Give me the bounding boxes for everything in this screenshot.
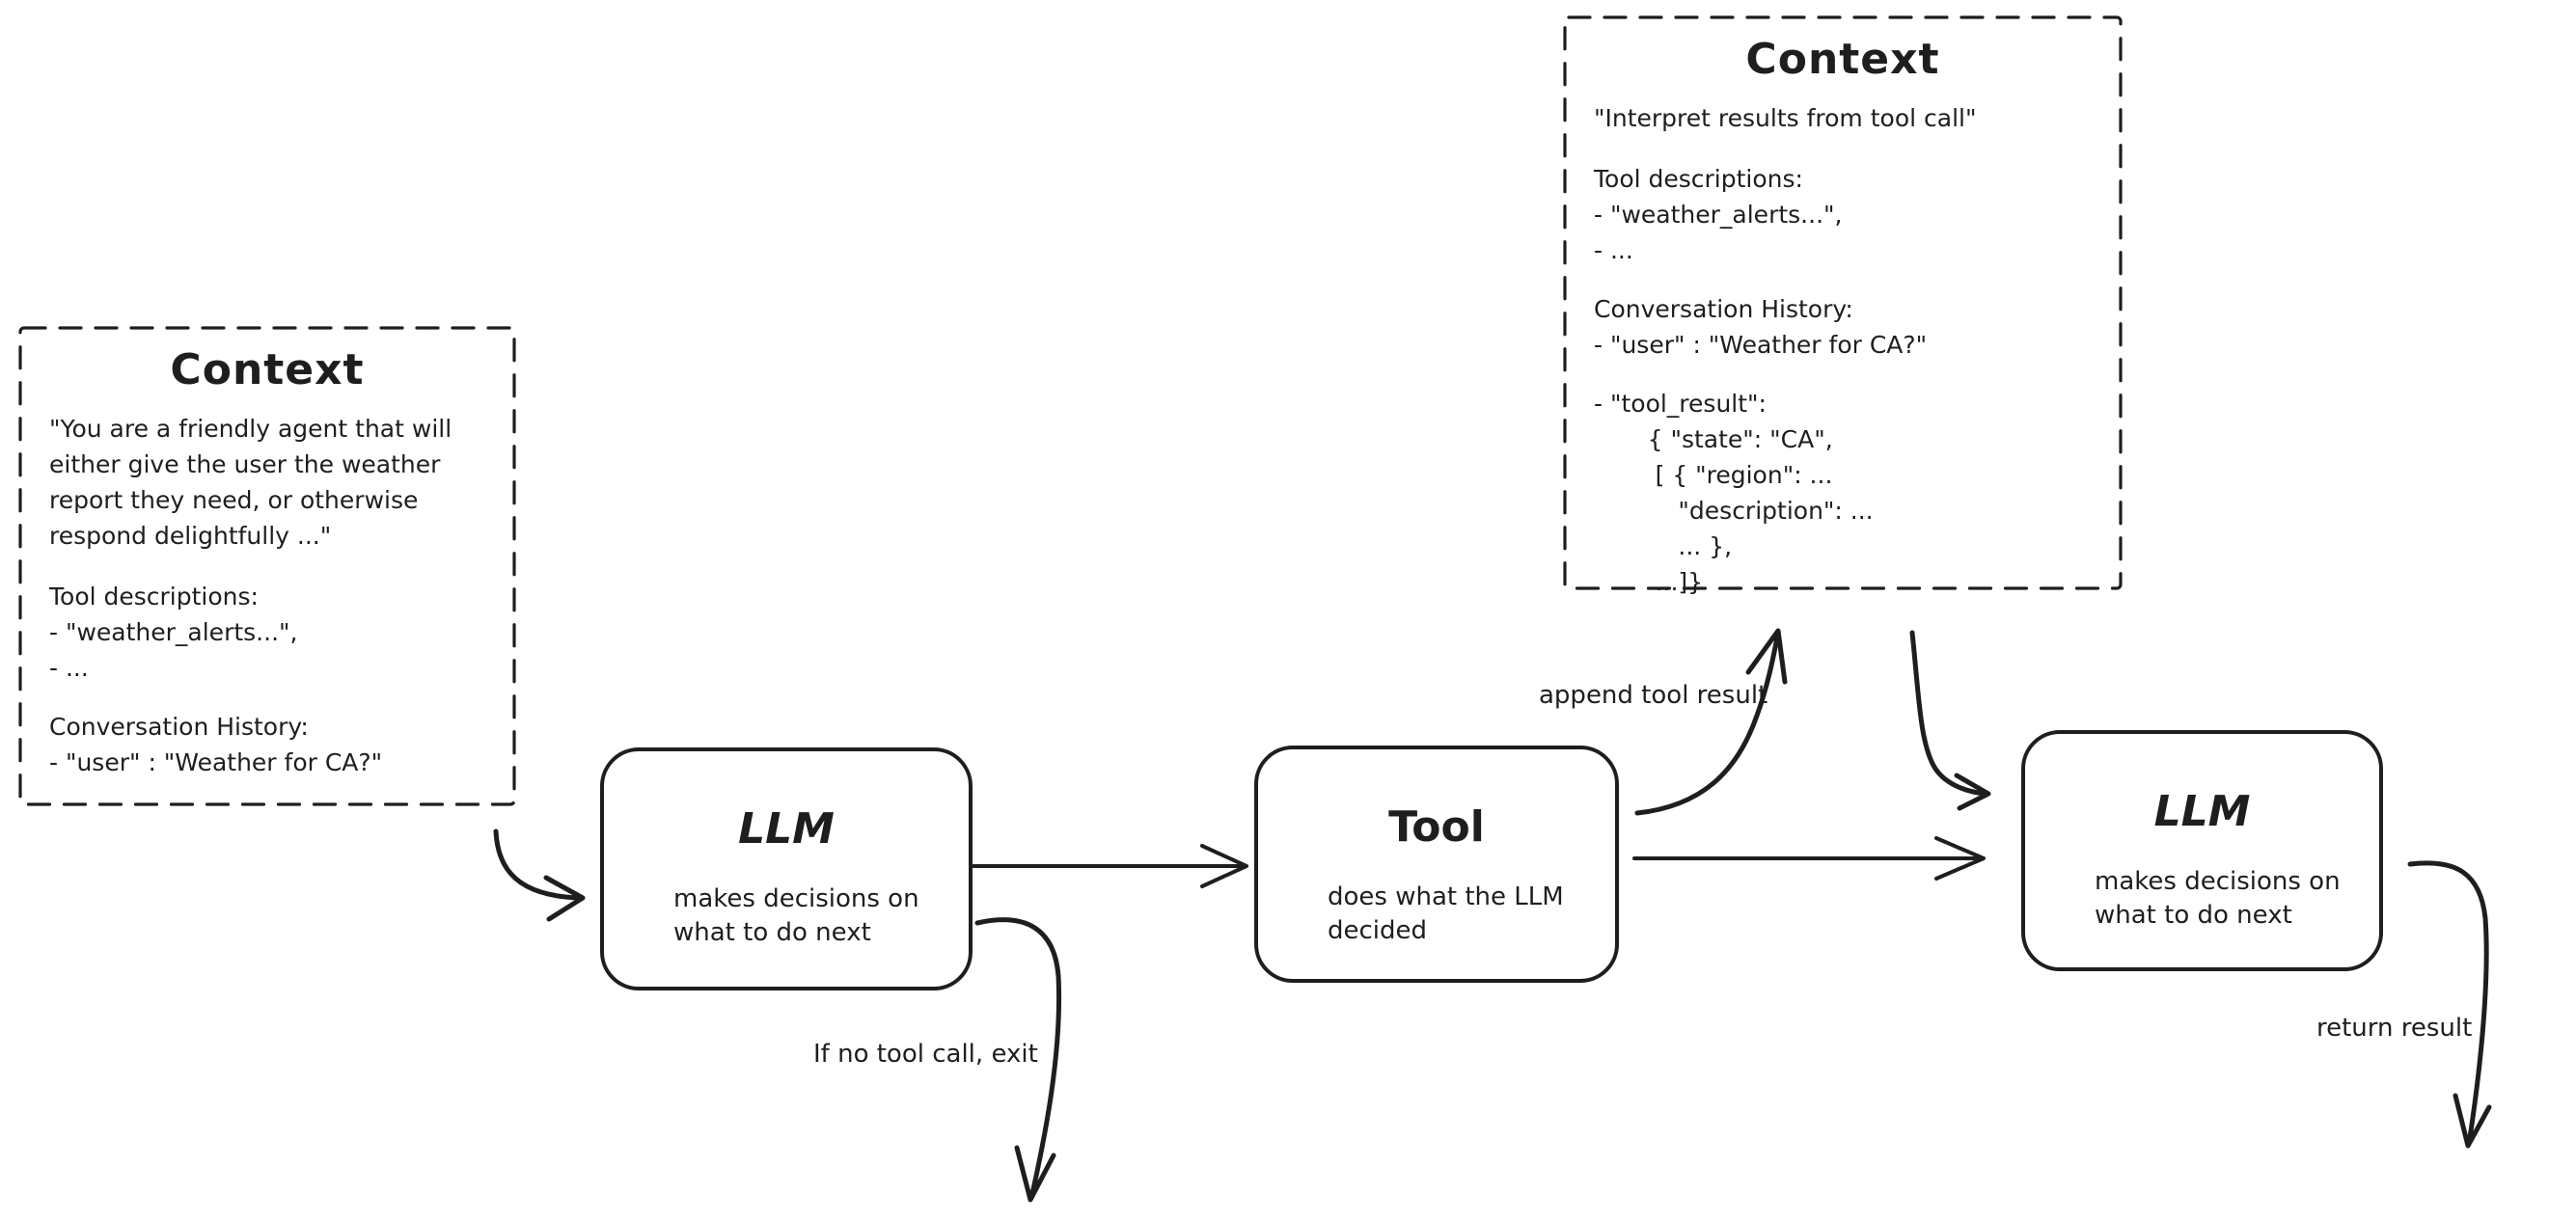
context-left-tool-descriptions: Tool descriptions: - "weather_alerts..."… xyxy=(49,583,298,682)
llm-node-1: LLM makes decisions on what to do next xyxy=(600,747,973,990)
context-right-tool-result: - "tool_result": { "state": "CA", [ { "r… xyxy=(1594,390,1874,596)
llm-node-2-title: LLM xyxy=(2153,787,2251,836)
tool-node-description: does what the LLM decided xyxy=(1328,882,1564,945)
arrow-llm2-return xyxy=(2407,860,2492,1149)
arrow-context-left-to-llm1 xyxy=(493,828,586,922)
context-left-title: Context xyxy=(170,345,365,394)
tool-node-title: Tool xyxy=(1388,802,1485,852)
context-right-title: Context xyxy=(1745,35,1940,84)
context-left-conversation-history: Conversation History: - "user" : "Weathe… xyxy=(49,713,383,776)
if-no-tool-call-exit-label: If no tool call, exit xyxy=(813,1040,1038,1069)
context-right-dashed-border xyxy=(1563,15,2123,590)
arrow-tool-to-llm2 xyxy=(1632,836,1986,881)
llm-node-2-description: makes decisions on what to do next xyxy=(2095,867,2341,930)
context-right-conversation-history: Conversation History: - "user" : "Weathe… xyxy=(1594,295,1928,359)
llm-node-2: LLM makes decisions on what to do next xyxy=(2021,730,2383,971)
context-right-box: Context "Interpret results from tool cal… xyxy=(1565,17,2121,596)
arrow-llm1-to-tool xyxy=(972,844,1248,888)
arrow-context-right-to-llm2 xyxy=(1909,630,1991,811)
context-right-tool-descriptions: Tool descriptions: - "weather_alerts..."… xyxy=(1594,165,1843,264)
append-tool-result-label: append tool result xyxy=(1539,681,1768,710)
context-right-instruction: "Interpret results from tool call" xyxy=(1594,104,1977,132)
tool-node: Tool does what the LLM decided xyxy=(1254,746,1619,983)
context-left-dashed-border xyxy=(18,326,516,806)
return-result-label: return result xyxy=(2316,1014,2473,1043)
context-left-system-prompt: "You are a friendly agent that will eith… xyxy=(49,415,452,550)
arrow-llm1-exit xyxy=(974,917,1062,1203)
context-left-box: Context "You are a friendly agent that w… xyxy=(20,328,514,804)
arrow-tool-to-context-right xyxy=(1634,628,1788,816)
llm-node-1-title: LLM xyxy=(738,804,835,854)
llm-node-1-description: makes decisions on what to do next xyxy=(673,884,919,947)
